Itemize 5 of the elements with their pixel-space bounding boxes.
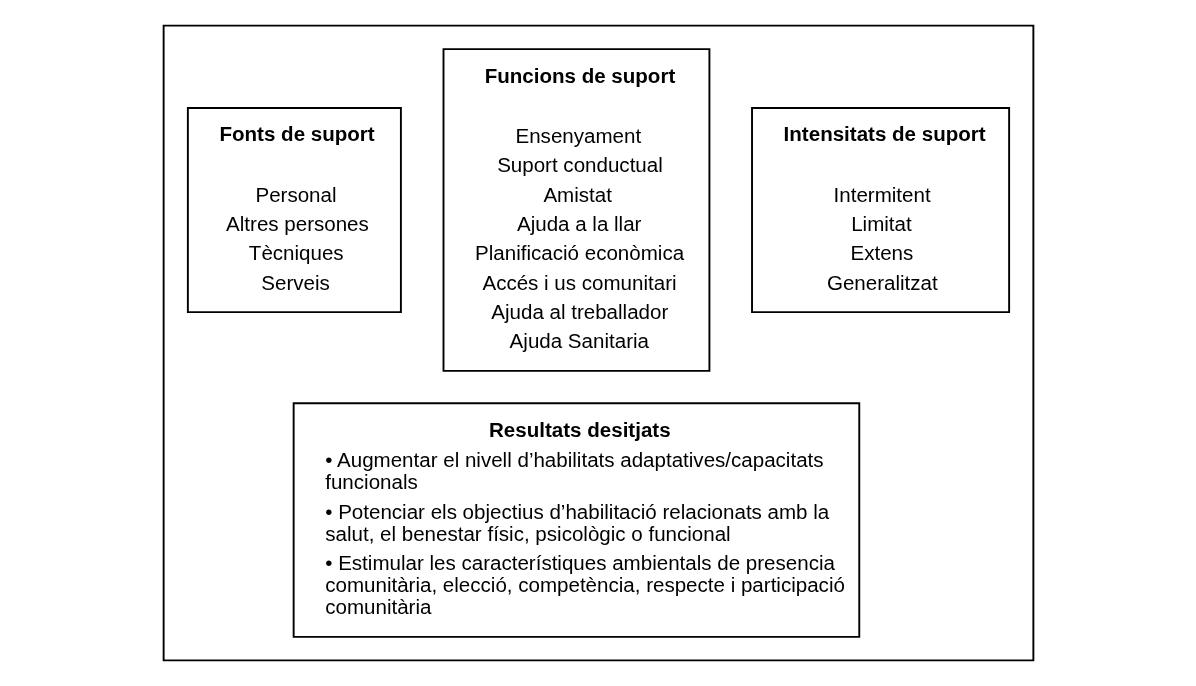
node-box: Resultats desitjats • Augmentar el nivell d’habilitats adaptatives/capacitats funcionals • Potenciar els objectius d’habilitació relacionats amb la salut, el benestar físic, psicològic o funcional • Estimular les característiques ambientals de presencia comunitària, elecció, competència, respecte i participació comunitària xyxy=(292,402,860,638)
node-box: Fonts de suport Personal Altres persones Tècniques Serveis xyxy=(186,107,402,314)
cluster xyxy=(162,24,1034,662)
node-box: Intensitats de suport Intermitent Limitat Extens Generalitzat xyxy=(750,107,1010,314)
node-box: Funcions de suport Ensenyament Suport conductual Amistat Ajuda a la llar Planificació econòmica Accés i us comunitari Ajuda al treballador Ajuda Sanitaria xyxy=(442,48,710,372)
